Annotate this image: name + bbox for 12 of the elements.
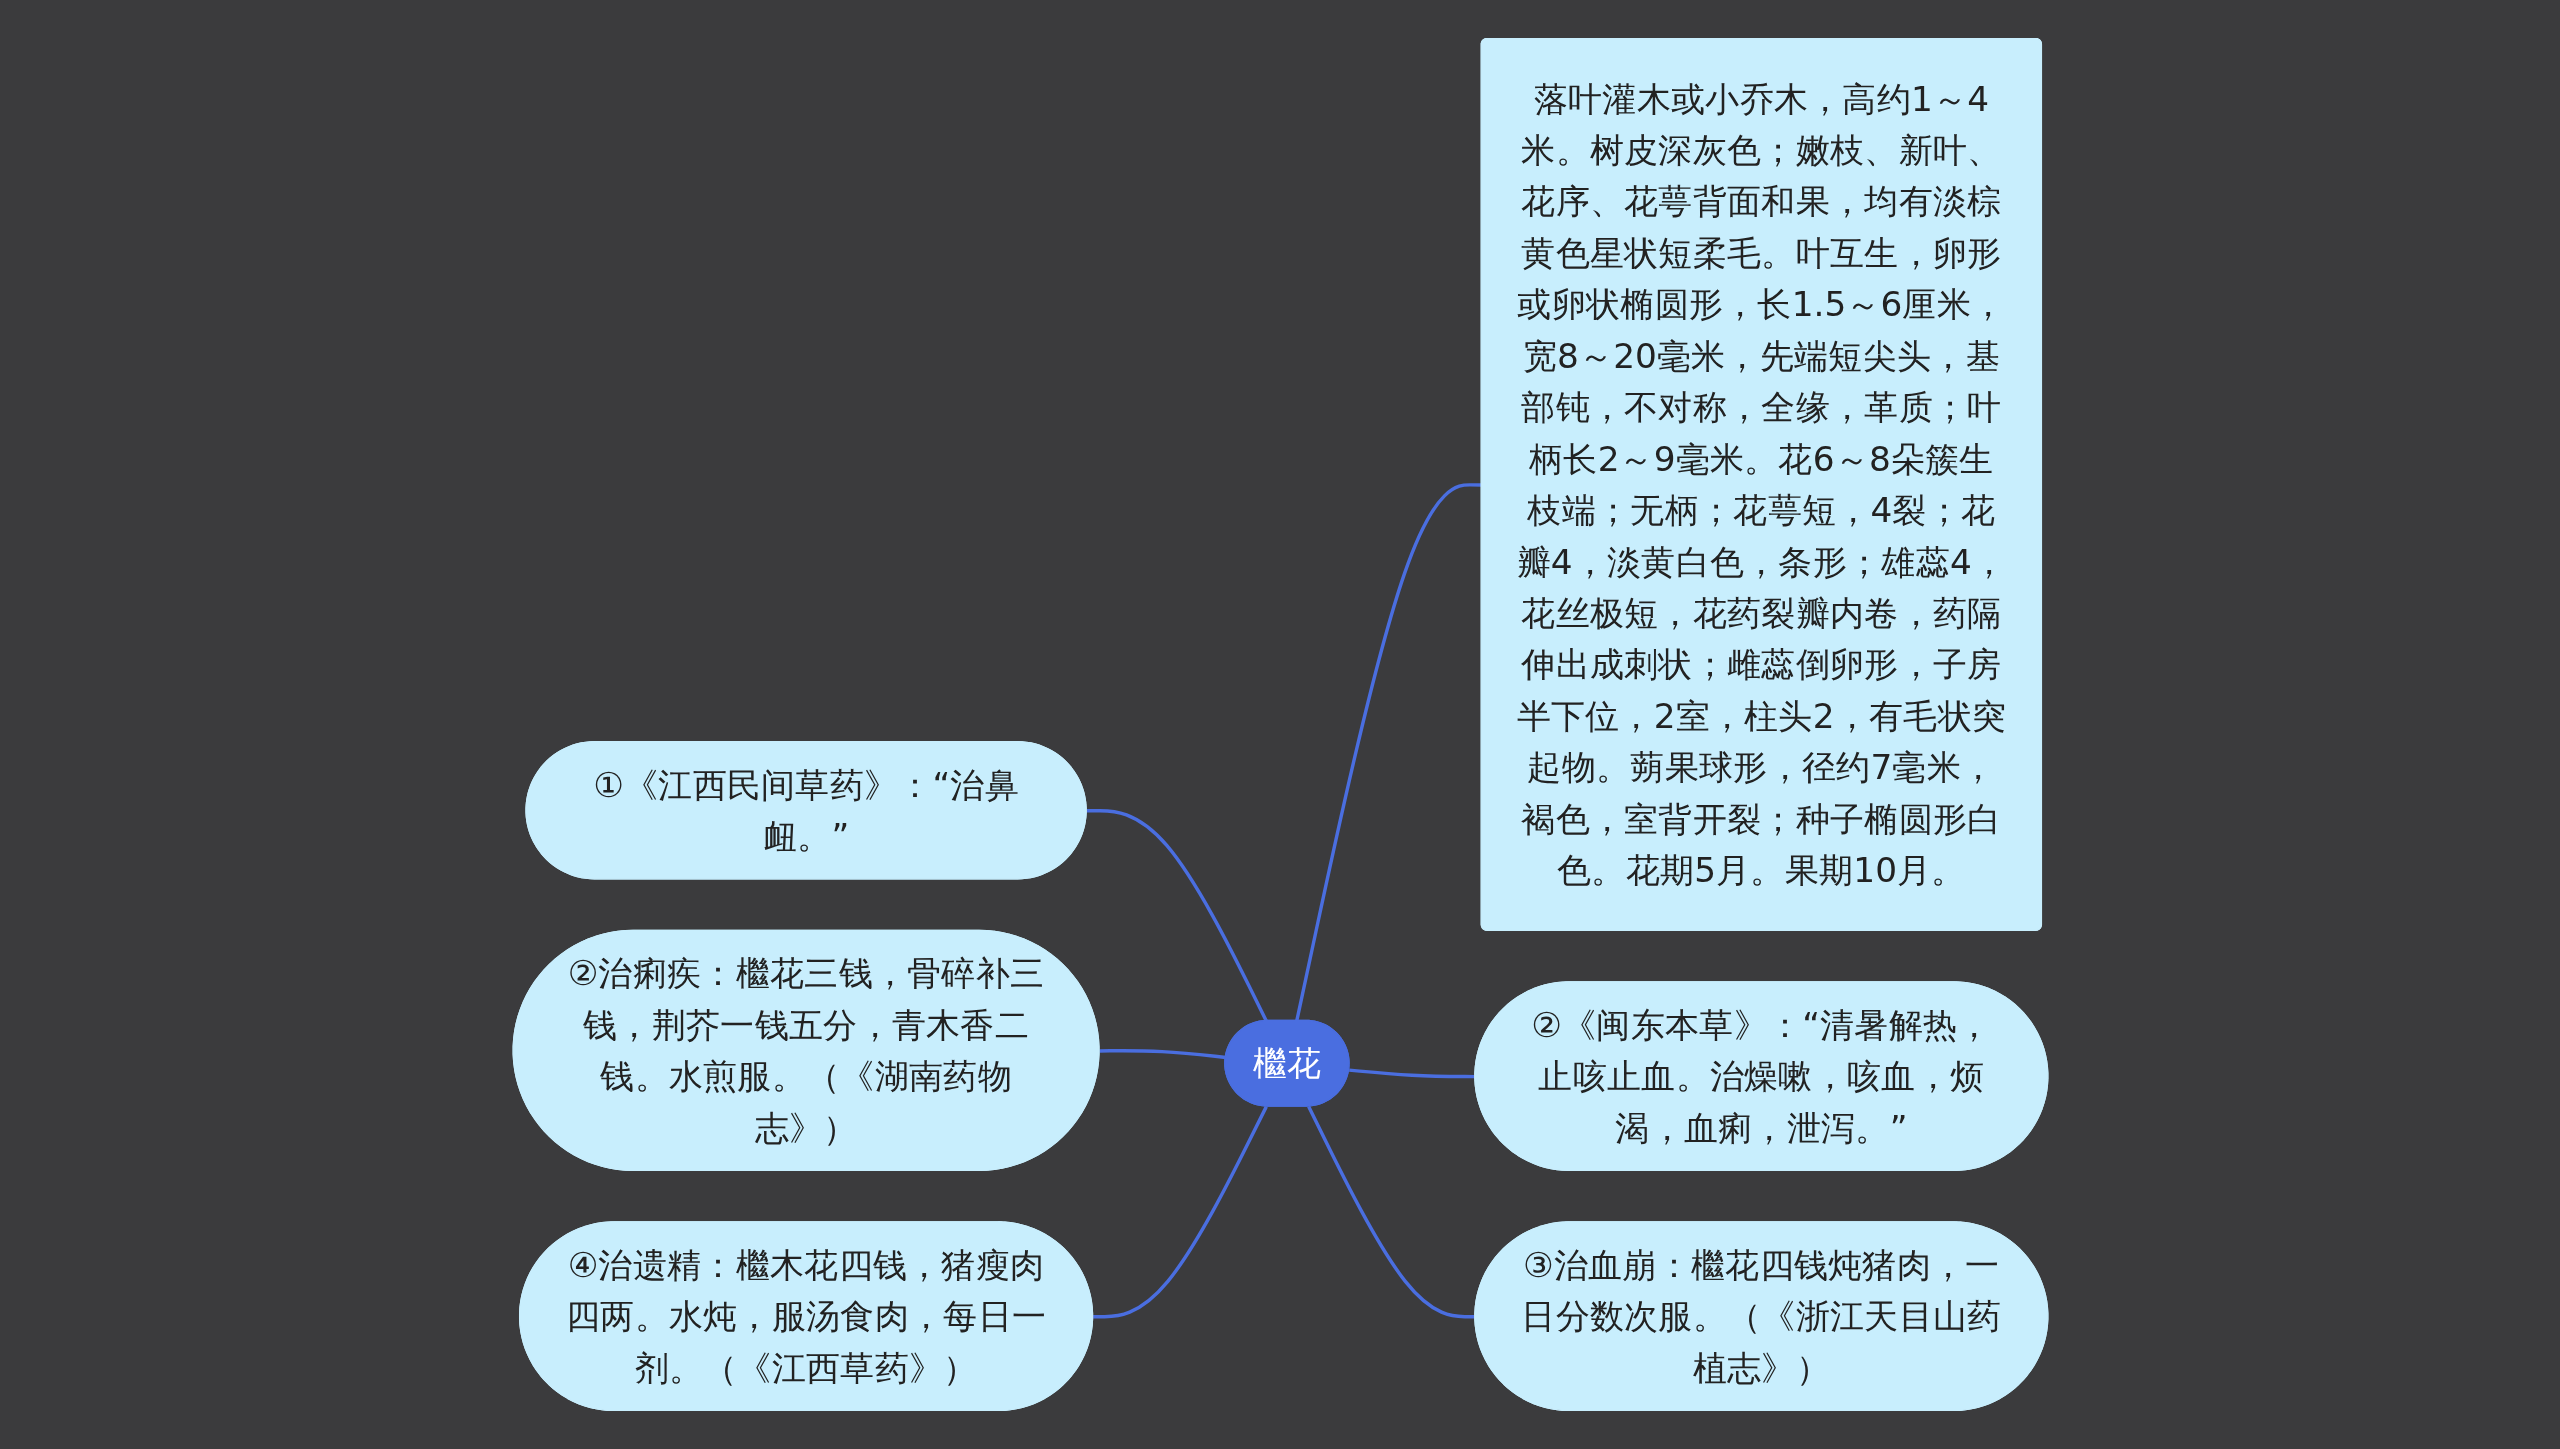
connector-line bbox=[1348, 1068, 1475, 1079]
topic-node: ②《闽东本草》：“清暑解热，止咳止血。治燥嗽，咳血，烦渴，血痢，泄泻。” bbox=[1473, 981, 2048, 1171]
topic-node: 落叶灌木或小乔木，高约1～4米。树皮深灰色；嫩枝、新叶、花序、花萼背面和果，均有淡棕黄色星状短柔毛。叶互生，卵形或卵状椭圆形，长1.5～6厘米，宽8～20毫米，先端短尖头，基部钝，不对称，全缘，革质；叶柄长2～9毫米。花6～8朵簇生枝端；无柄；花萼短，4裂；花瓣4，淡黄白色，条形；雄蕊4，花丝极短，花药裂瓣内卷，药隔伸出成刺状；雌蕊倒卵形，子房半下位，2室，柱头2，有毛状突起物。蒴果球形，径约7毫米，褐色，室背开裂；种子椭圆形白色。花期5月。果期10月。 bbox=[1480, 37, 2042, 931]
topic-node: ③治血崩：檵花四钱炖猪肉，一日分数次服。（《浙江天目山药植志》） bbox=[1473, 1221, 2048, 1412]
connector-line bbox=[1086, 809, 1268, 1022]
connector-line bbox=[1099, 1049, 1226, 1060]
topic-node: ②治痢疾：檵花三钱，骨碎补三钱，荆芥一钱五分，青木香二钱。水煎服。（《湖南药物志》） bbox=[512, 929, 1100, 1171]
connector-line bbox=[1092, 1105, 1268, 1319]
topic-node: ④治遗精：檵木花四钱，猪瘦肉四两。水炖，服汤食肉，每日一剂。（《江西草药》） bbox=[518, 1221, 1093, 1412]
topic-node: ①《江西民间草药》：“治鼻衄。” bbox=[524, 741, 1087, 880]
central-topic-node: 檵花 bbox=[1223, 1019, 1350, 1107]
connector-line bbox=[1306, 1105, 1475, 1319]
